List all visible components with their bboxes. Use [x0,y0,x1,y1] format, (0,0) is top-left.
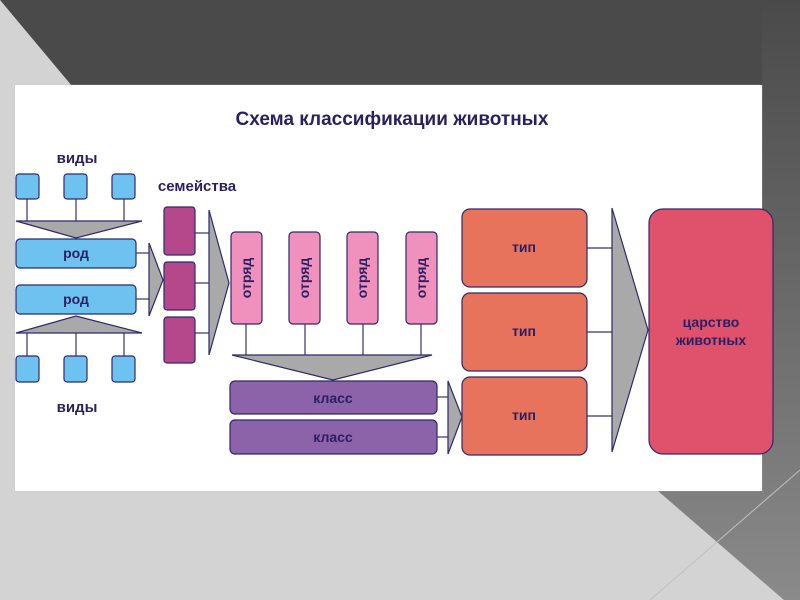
order-label: отряд [238,258,254,299]
genus-to-family-arrow [148,242,164,317]
phylum-label: тип [512,323,536,339]
family-box [163,261,196,311]
phylum-label: тип [512,239,536,255]
species-group-top [15,173,143,239]
order-label: отряд [296,258,312,299]
genus-label: род [63,245,89,261]
species-box [111,173,136,200]
species-box [15,355,40,383]
class-label: класс [313,429,353,445]
phylum-to-kingdom-arrow [611,207,649,453]
species-box [63,355,88,383]
genus-label: род [63,291,89,307]
species-box [63,173,88,200]
top-left-light-triangle [0,0,72,86]
order-box [230,231,263,325]
order-box [288,231,321,325]
order-label: отряд [413,258,429,299]
order-group: отряд отряд отряд отряд [230,231,438,381]
kingdom-box [648,208,774,455]
family-box [163,316,196,364]
families-label: семейства [158,178,237,195]
phylum-label: тип [512,407,536,423]
merge-arrow-down [15,220,143,239]
family-box [163,206,196,256]
split-arrow-up [15,315,143,334]
family-to-order-arrow [208,209,230,356]
species-label-bottom: виды [57,399,98,416]
order-label: отряд [354,258,370,299]
order-box [346,231,379,325]
decorative-line [649,469,800,600]
dark-top-band [0,0,800,90]
kingdom-label-line1: царство [683,314,740,330]
diagram-title: Схема классификации животных [236,109,549,130]
kingdom-label-line2: животных [675,332,746,348]
species-box [15,173,40,200]
class-to-phylum-arrow [447,380,463,455]
order-box [405,231,438,325]
class-label: класс [313,390,353,406]
species-group-bottom [15,315,143,383]
species-label-top: виды [57,150,98,167]
species-box [111,355,136,383]
order-to-class-arrow [231,354,433,381]
